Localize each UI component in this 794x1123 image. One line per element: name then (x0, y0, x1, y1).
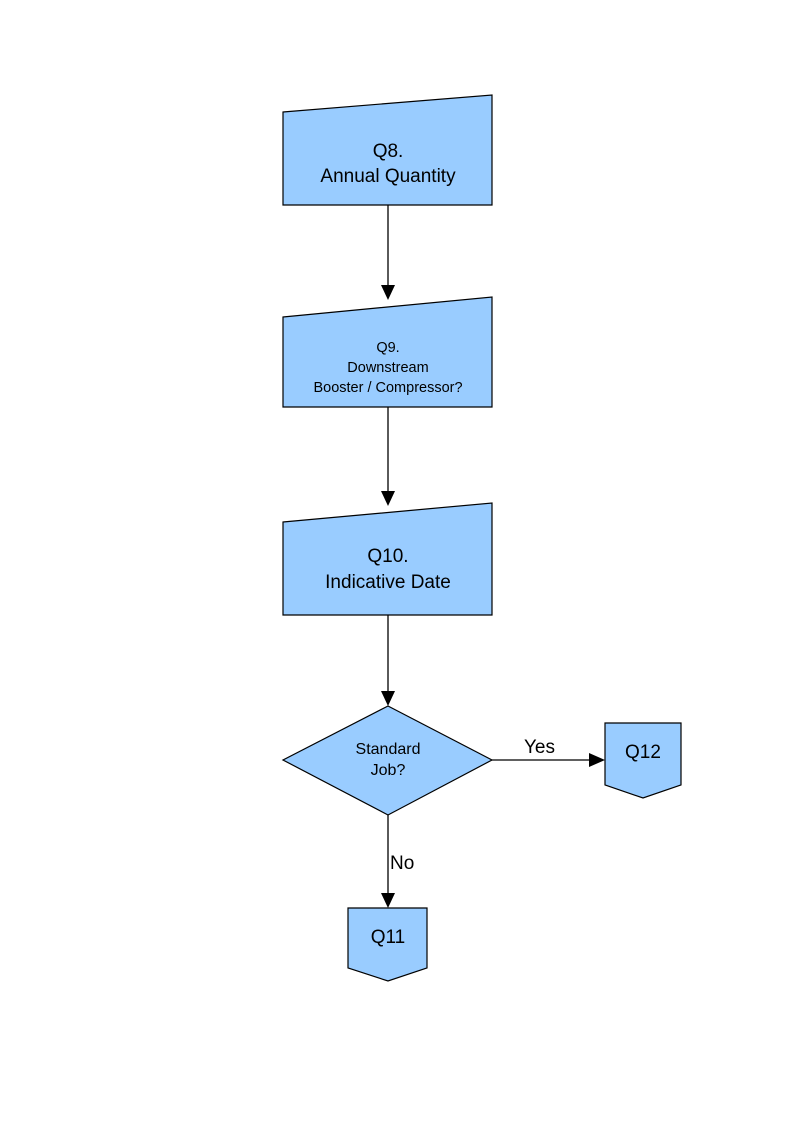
q11-shape[interactable] (347, 907, 428, 982)
q8-shape[interactable] (282, 94, 493, 206)
decision-line1: Standard (356, 741, 421, 758)
edge-q10-decision (381, 615, 395, 706)
decision-line2: Job? (371, 762, 406, 779)
q9-shape[interactable] (282, 296, 493, 408)
q8-line1: Q8. (373, 141, 404, 162)
q12-shape[interactable] (604, 722, 682, 799)
q10-shape[interactable] (282, 502, 493, 616)
edge-decision-q12 (492, 753, 605, 767)
node-q9[interactable]: Q9. Downstream Booster / Compressor? (282, 296, 493, 408)
edge-q9-q10 (381, 407, 395, 506)
q11-label: Q11 (371, 927, 406, 948)
q10-line2: Indicative Date (325, 572, 451, 593)
node-q8[interactable]: Q8. Annual Quantity (282, 94, 493, 206)
node-q11[interactable]: Q11 (347, 907, 428, 982)
node-decision-standard-job[interactable]: Standard Job? (281, 705, 494, 816)
edge-decision-q11 (381, 815, 395, 908)
q8-line2: Annual Quantity (320, 166, 456, 187)
q9-line2: Downstream (347, 360, 428, 376)
q12-label: Q12 (625, 742, 661, 763)
node-q12[interactable]: Q12 (604, 722, 682, 799)
decision-shape[interactable] (281, 705, 494, 816)
q9-line3: Booster / Compressor? (313, 380, 462, 396)
edge-q8-q9 (381, 205, 395, 300)
q9-line1: Q9. (376, 340, 399, 356)
edge-label-no: No (390, 853, 414, 874)
edge-label-yes: Yes (524, 737, 555, 758)
node-q10[interactable]: Q10. Indicative Date (282, 502, 493, 616)
q10-line1: Q10. (367, 546, 408, 567)
